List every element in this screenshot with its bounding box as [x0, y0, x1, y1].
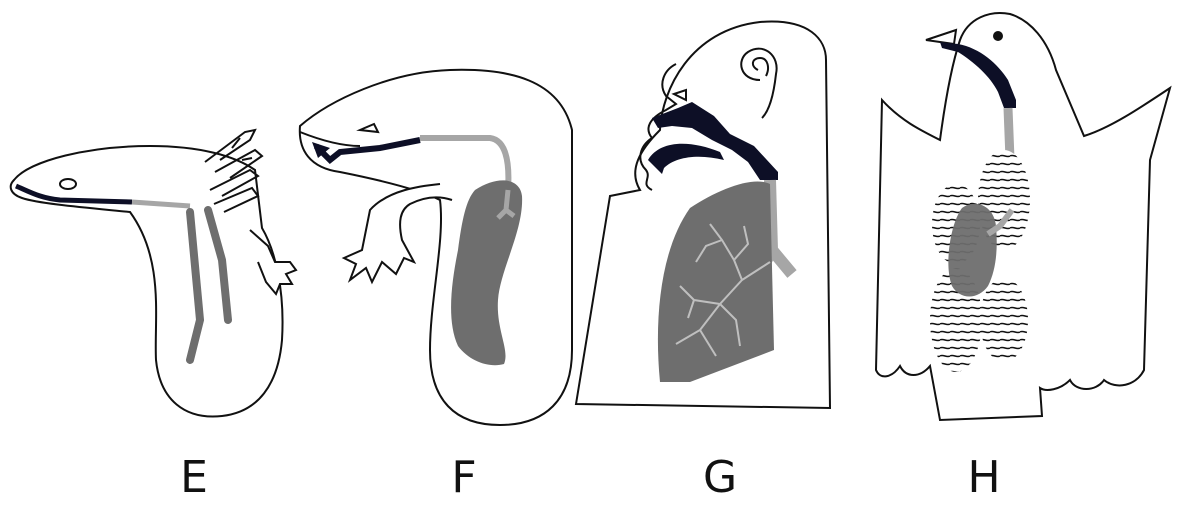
panel-label-h: H [954, 452, 1014, 504]
panel-h-eye [993, 31, 1003, 41]
panel-h-figure [876, 13, 1170, 420]
panel-e-body-outline [11, 146, 283, 417]
panel-e-eye [60, 179, 76, 189]
panel-label-e: E [164, 452, 224, 504]
panel-e-figure [11, 130, 296, 417]
panel-h-air-sac-lower-right [980, 278, 1028, 362]
panel-label-g: G [690, 452, 750, 504]
panel-f-figure [300, 70, 572, 425]
panel-f-body-outline [300, 70, 572, 425]
panel-label-f: F [434, 452, 494, 504]
panel-g-figure [576, 22, 830, 408]
panel-h-beak [926, 30, 956, 44]
